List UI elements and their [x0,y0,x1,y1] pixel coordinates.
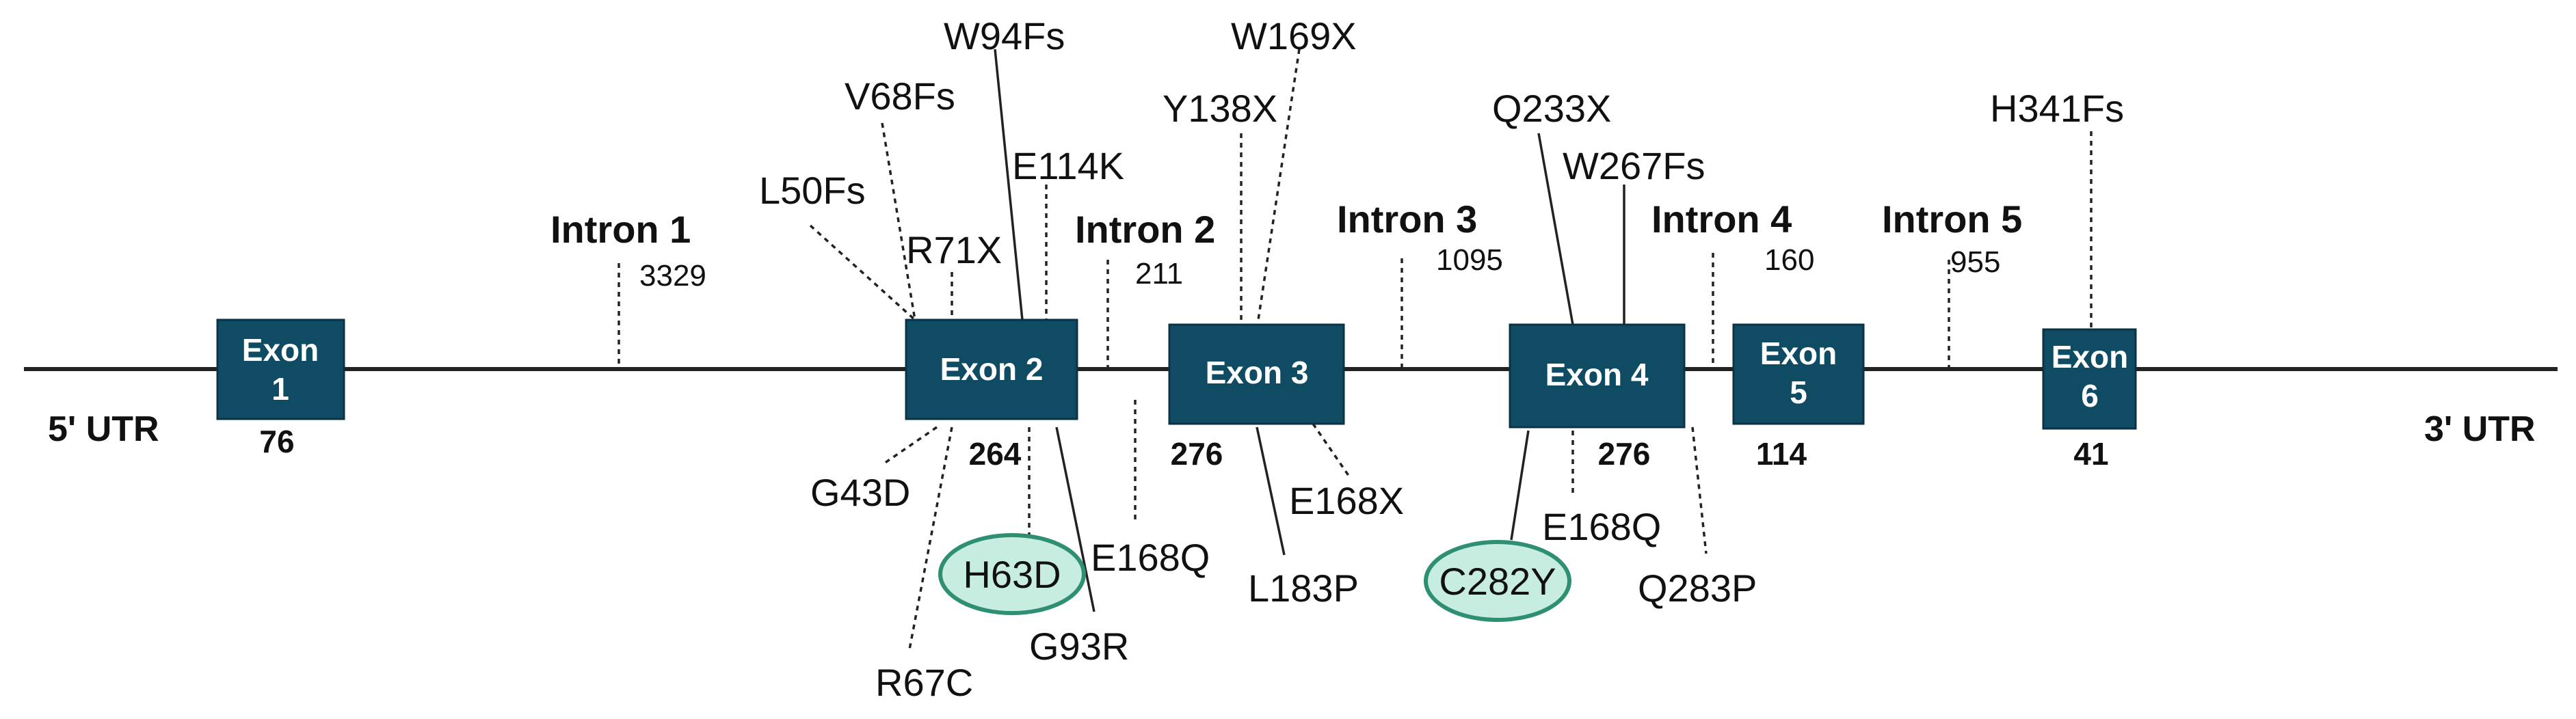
exon-6-length: 41 [2073,436,2108,472]
exon-1-label: Exon [242,332,319,368]
intron-5-length: 955 [1950,245,2000,279]
intron-2-length: 211 [1135,257,1183,290]
intron-2-title: Intron 2 [1075,208,1215,251]
utr-3-label: 3' UTR [2424,409,2536,449]
exon-1-number: 1 [271,371,289,407]
exon-4-label: Exon 4 [1545,357,1649,392]
q283p-connector [1691,426,1708,554]
exon-3: Exon 3 [1168,323,1345,425]
mutation-w267fs: W267Fs [1563,144,1705,187]
mutation-e168x: E168X [1289,479,1404,522]
exon-5: Exon 5 [1732,323,1865,425]
v68fs-connector [881,122,916,321]
w94fs-connector [994,49,1024,321]
exon-2: Exon 2 [905,318,1078,420]
intron-5-title: Intron 5 [1882,198,2022,241]
w169x-connector [1257,49,1301,321]
exon-5-label: Exon [1760,336,1837,371]
highlight-h63d: H63D [938,533,1086,615]
mutation-e114k: E114K [1012,144,1124,187]
exon-1: Exon 1 [216,318,345,420]
intron-4-title: Intron 4 [1651,198,1792,241]
e168x-connector [1312,423,1352,479]
l183p-connector [1256,426,1286,556]
mutation-connectors [618,49,2093,650]
c282y-ellipse [1424,540,1571,622]
mutation-h63d: H63D [963,553,1061,596]
utr-5-label: 5' UTR [48,409,159,449]
exon-3-label: Exon 3 [1206,355,1309,390]
exon-1-length: 76 [259,424,294,459]
exon-4-length: 276 [1598,436,1651,472]
mutation-w94fs: W94Fs [944,14,1065,57]
exon-2-label: Exon 2 [940,351,1044,387]
mutation-r71x: R71X [906,228,1002,271]
mutation-g43d: G43D [810,471,910,514]
exon-3-length: 276 [1171,436,1223,472]
g43d-connector [881,426,938,466]
mutation-g93r: G93R [1029,625,1129,668]
intron-3-length: 1095 [1436,243,1503,277]
exon-2-length: 264 [969,436,1022,472]
intron-1-length: 3329 [639,259,706,293]
exon-2-box [905,318,1078,420]
h63d-ellipse [938,533,1086,615]
exon-3-box [1168,323,1345,425]
exon-6-number: 6 [2081,378,2099,413]
highlight-c282y: C282Y [1424,540,1571,622]
exon-5-number: 5 [1790,375,1807,410]
intron-1-title: Intron 1 [550,208,691,251]
exon-5-length: 114 [1756,436,1807,472]
intron-4-length: 160 [1764,243,1814,277]
c282y-connector [1510,430,1530,541]
exon-6-label: Exon [2051,339,2128,375]
intron-3-title: Intron 3 [1337,198,1477,241]
mutation-r67c: R67C [875,661,973,704]
mutation-q233x: Q233X [1492,87,1611,130]
g93r-connector [1055,426,1096,612]
mutation-c282y: C282Y [1439,560,1556,603]
mutation-q283p: Q283P [1638,567,1757,610]
mutation-e168q-exon2: E168Q [1091,536,1210,579]
mutation-l50fs: L50Fs [759,169,866,212]
r67c-connector [908,426,953,650]
exon-5-box [1732,323,1865,425]
mutation-e168q-exon4: E168Q [1542,505,1661,548]
exon-4-box [1509,323,1686,429]
q233x-connector [1537,133,1574,325]
exon-4: Exon 4 [1509,323,1686,429]
mutation-v68fs: V68Fs [845,74,955,118]
exon-1-box [216,318,345,420]
exon-6-box [2042,328,2137,430]
mutation-l183p: L183P [1248,567,1359,610]
exon-6: Exon 6 [2042,328,2137,430]
mutation-y138x: Y138X [1163,87,1277,130]
mutation-h341fs: H341Fs [1990,87,2124,130]
mutation-w169x: W169X [1231,14,1357,57]
l50fs-connector [809,224,916,321]
